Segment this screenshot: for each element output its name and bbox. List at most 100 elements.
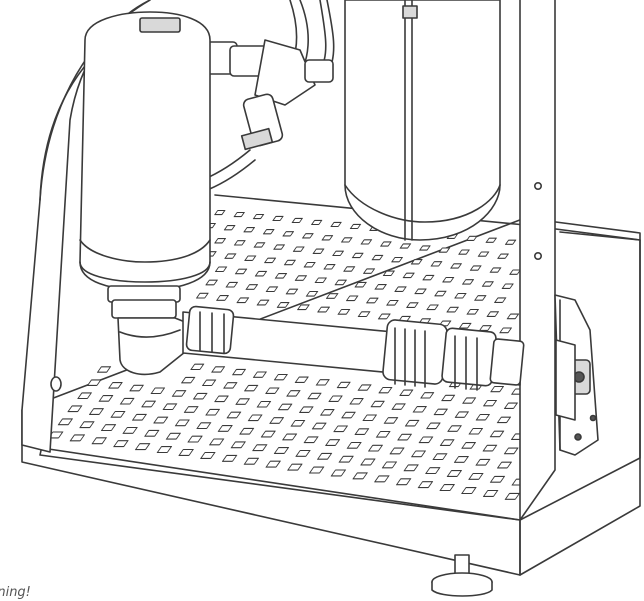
perforation-slot — [386, 299, 399, 306]
perforation-slot — [404, 419, 420, 427]
perforation-slot — [478, 325, 492, 331]
perforation-slot — [314, 277, 327, 284]
perforation-slot — [205, 408, 221, 416]
perforation-slot — [79, 421, 95, 429]
perforation-slot — [303, 261, 316, 268]
perforation-slot — [419, 245, 431, 251]
perforation-slot — [274, 273, 288, 279]
perforation-slot — [287, 463, 303, 471]
perforation-slot — [453, 456, 469, 463]
perforation-slot — [262, 229, 275, 235]
perforation-slot — [490, 385, 505, 393]
perforation-slot — [265, 460, 281, 468]
perforation-slot — [336, 381, 351, 389]
lower-elbow — [107, 285, 186, 376]
perforation-slot — [317, 306, 330, 313]
perforation-slot — [403, 464, 419, 472]
perforation-slot — [343, 266, 356, 272]
perforation-slot — [411, 450, 426, 458]
perforation-slot — [466, 308, 479, 315]
perforation-slot — [316, 452, 333, 460]
perforation-slot — [178, 448, 194, 456]
perforation-slot — [382, 270, 395, 277]
perforation-slot — [374, 284, 387, 290]
perforation-slot — [226, 411, 242, 419]
perforation-slot — [362, 414, 377, 422]
perforation-slot — [239, 427, 255, 435]
perforation-slot — [439, 439, 455, 446]
perforation-slot — [433, 408, 448, 416]
perforation-slot — [330, 469, 347, 477]
perforation-slot — [499, 327, 513, 334]
perforation-slot — [338, 455, 354, 463]
perforation-slot — [165, 432, 181, 440]
perforation-slot — [417, 481, 434, 489]
perforation-slot — [477, 251, 490, 257]
perforation-slot — [235, 398, 250, 405]
perforation-slot — [496, 416, 512, 424]
perforation-slot — [273, 244, 285, 250]
perforation-slot — [420, 392, 435, 399]
perforation-slot — [305, 290, 319, 297]
perforation-slot — [363, 268, 376, 274]
perforation-slot — [183, 406, 199, 413]
perforation-slot — [474, 295, 487, 301]
perforation-slot — [96, 366, 112, 373]
perforation-slot — [321, 235, 334, 241]
perforation-slot — [294, 376, 309, 383]
perforation-slot — [447, 425, 462, 432]
perforation-slot — [475, 413, 490, 421]
perforated-grid — [48, 209, 527, 500]
perforation-slot — [57, 418, 73, 426]
perforation-slot — [483, 399, 498, 407]
perforation-slot — [349, 398, 364, 405]
perforation-slot — [232, 368, 247, 376]
perforation-slot — [340, 237, 353, 243]
perforation-slot — [223, 382, 238, 389]
perforation-slot — [303, 436, 319, 444]
perforation-slot — [276, 302, 290, 308]
perforation-slot — [214, 209, 226, 216]
perforation-slot — [187, 435, 203, 443]
perforation-slot — [236, 297, 250, 304]
perforation-slot — [119, 397, 135, 405]
perforation-slot — [211, 366, 226, 373]
adjustable-foot — [431, 554, 493, 597]
perforation-slot — [225, 281, 239, 288]
perforation-slot — [422, 274, 435, 281]
perforation-slot — [418, 436, 434, 444]
perforation-slot — [223, 225, 236, 231]
perforation-slot — [291, 217, 303, 224]
perforation-slot — [252, 213, 265, 220]
perforation-slot — [462, 397, 477, 404]
perforation-slot — [252, 371, 267, 378]
perforation-slot — [360, 239, 373, 245]
perforation-slot — [153, 416, 169, 424]
perforation-slot — [311, 422, 327, 430]
perforation-slot — [370, 400, 385, 408]
perforation-slot — [265, 286, 279, 293]
perforation-slot — [425, 467, 441, 475]
perforation-slot — [391, 403, 406, 410]
perforation-slot — [506, 313, 520, 320]
perforation-slot — [233, 240, 246, 246]
perforation-slot — [113, 440, 129, 448]
perforation-slot — [399, 389, 414, 396]
perforation-slot — [357, 311, 371, 318]
perforation-slot — [357, 384, 372, 391]
perforation-slot — [269, 417, 284, 424]
perforation-slot — [458, 249, 470, 255]
perforation-slot — [100, 424, 117, 432]
perforation-slot — [454, 292, 467, 299]
perforation-slot — [315, 379, 330, 386]
perforation-slot — [292, 246, 305, 252]
perforation-slot — [461, 487, 477, 495]
perforation-slot — [174, 419, 190, 427]
perforation-slot — [414, 288, 427, 295]
perforation-slot — [468, 427, 484, 435]
perforation-slot — [234, 268, 248, 275]
perforation-slot — [295, 449, 311, 457]
perforation-slot — [352, 472, 368, 480]
perforation-slot — [438, 247, 451, 253]
caption-text: rning! — [0, 585, 31, 600]
